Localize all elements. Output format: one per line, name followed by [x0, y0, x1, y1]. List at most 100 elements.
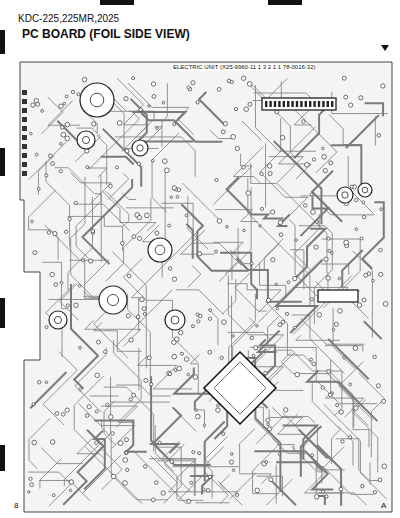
pad	[126, 314, 130, 318]
pad	[332, 328, 335, 331]
trace	[75, 128, 100, 162]
trace	[100, 447, 122, 490]
trace	[240, 429, 255, 466]
trace	[362, 202, 383, 268]
pad	[329, 161, 333, 165]
trace	[325, 346, 363, 352]
pad	[74, 201, 77, 204]
pad	[324, 257, 328, 261]
pad	[248, 102, 252, 106]
pad	[311, 454, 314, 457]
pad	[381, 84, 385, 88]
pad	[250, 262, 253, 265]
pad	[45, 326, 48, 329]
pad	[177, 366, 182, 371]
pad	[179, 330, 183, 334]
edge-pad	[22, 135, 27, 140]
tab-mark	[0, 30, 5, 54]
pad	[339, 410, 343, 414]
pad	[293, 326, 296, 329]
pad	[127, 274, 131, 278]
pad	[60, 142, 63, 145]
pad	[35, 153, 38, 156]
pad	[243, 229, 245, 231]
pad	[383, 302, 388, 307]
pad	[144, 378, 148, 382]
trace	[234, 147, 264, 184]
pad	[226, 225, 229, 228]
trace	[331, 145, 362, 192]
pad	[104, 350, 107, 353]
pad	[198, 252, 202, 256]
pad	[52, 494, 55, 497]
pad	[95, 410, 98, 413]
pad	[193, 375, 198, 380]
pad	[295, 239, 298, 242]
connector-pin	[318, 101, 320, 107]
pad	[364, 273, 368, 277]
capacitor-footprint	[77, 131, 95, 149]
pad	[323, 168, 327, 172]
pad	[65, 230, 68, 233]
model-header: KDC-225,225MR,2025	[18, 13, 119, 24]
tab-mark	[0, 148, 5, 176]
pad	[32, 403, 35, 406]
pad	[312, 362, 316, 366]
trace	[329, 371, 369, 448]
pad	[174, 369, 177, 372]
pad	[362, 298, 366, 302]
pad	[270, 210, 274, 214]
trace	[85, 447, 142, 504]
connector-pin	[313, 101, 315, 107]
pad	[242, 165, 246, 169]
pad	[66, 304, 69, 307]
trace	[248, 83, 296, 157]
pad	[155, 481, 158, 484]
trace	[364, 321, 382, 339]
trace	[101, 406, 137, 427]
connector-footprint	[262, 98, 336, 110]
capacitor-hole	[155, 245, 165, 255]
pad	[191, 81, 195, 85]
pad	[145, 213, 150, 218]
capacitor-footprint	[148, 238, 172, 262]
pad	[266, 418, 270, 422]
trace	[324, 208, 374, 214]
pad	[124, 96, 128, 100]
pad	[95, 373, 100, 378]
pad	[172, 354, 177, 359]
connector-pin	[300, 101, 302, 107]
trace	[106, 198, 151, 281]
pad	[175, 188, 178, 191]
pad	[327, 369, 331, 373]
trace	[338, 426, 353, 465]
tab-mark	[100, 0, 134, 5]
edge-pad	[22, 117, 27, 122]
page-marker: A	[381, 502, 386, 511]
pad	[372, 279, 375, 282]
pad	[310, 193, 313, 196]
pad	[334, 322, 338, 326]
pad	[170, 196, 172, 198]
pad	[362, 201, 365, 204]
edge-pad	[22, 126, 27, 131]
trace	[114, 340, 142, 422]
trace	[64, 377, 110, 486]
capacitor-footprint	[99, 286, 127, 314]
edge-pad	[22, 144, 27, 149]
trace	[252, 85, 336, 173]
trace	[206, 446, 224, 498]
pad	[60, 281, 63, 284]
trace	[155, 425, 173, 471]
pad	[69, 489, 71, 491]
pad	[315, 220, 318, 223]
trace	[205, 422, 225, 482]
pad	[209, 309, 212, 312]
trace	[231, 296, 232, 362]
pad	[222, 320, 227, 325]
pad	[338, 277, 341, 280]
pad	[65, 95, 68, 98]
trace	[150, 444, 179, 453]
pad	[92, 122, 96, 126]
trace	[30, 372, 66, 408]
